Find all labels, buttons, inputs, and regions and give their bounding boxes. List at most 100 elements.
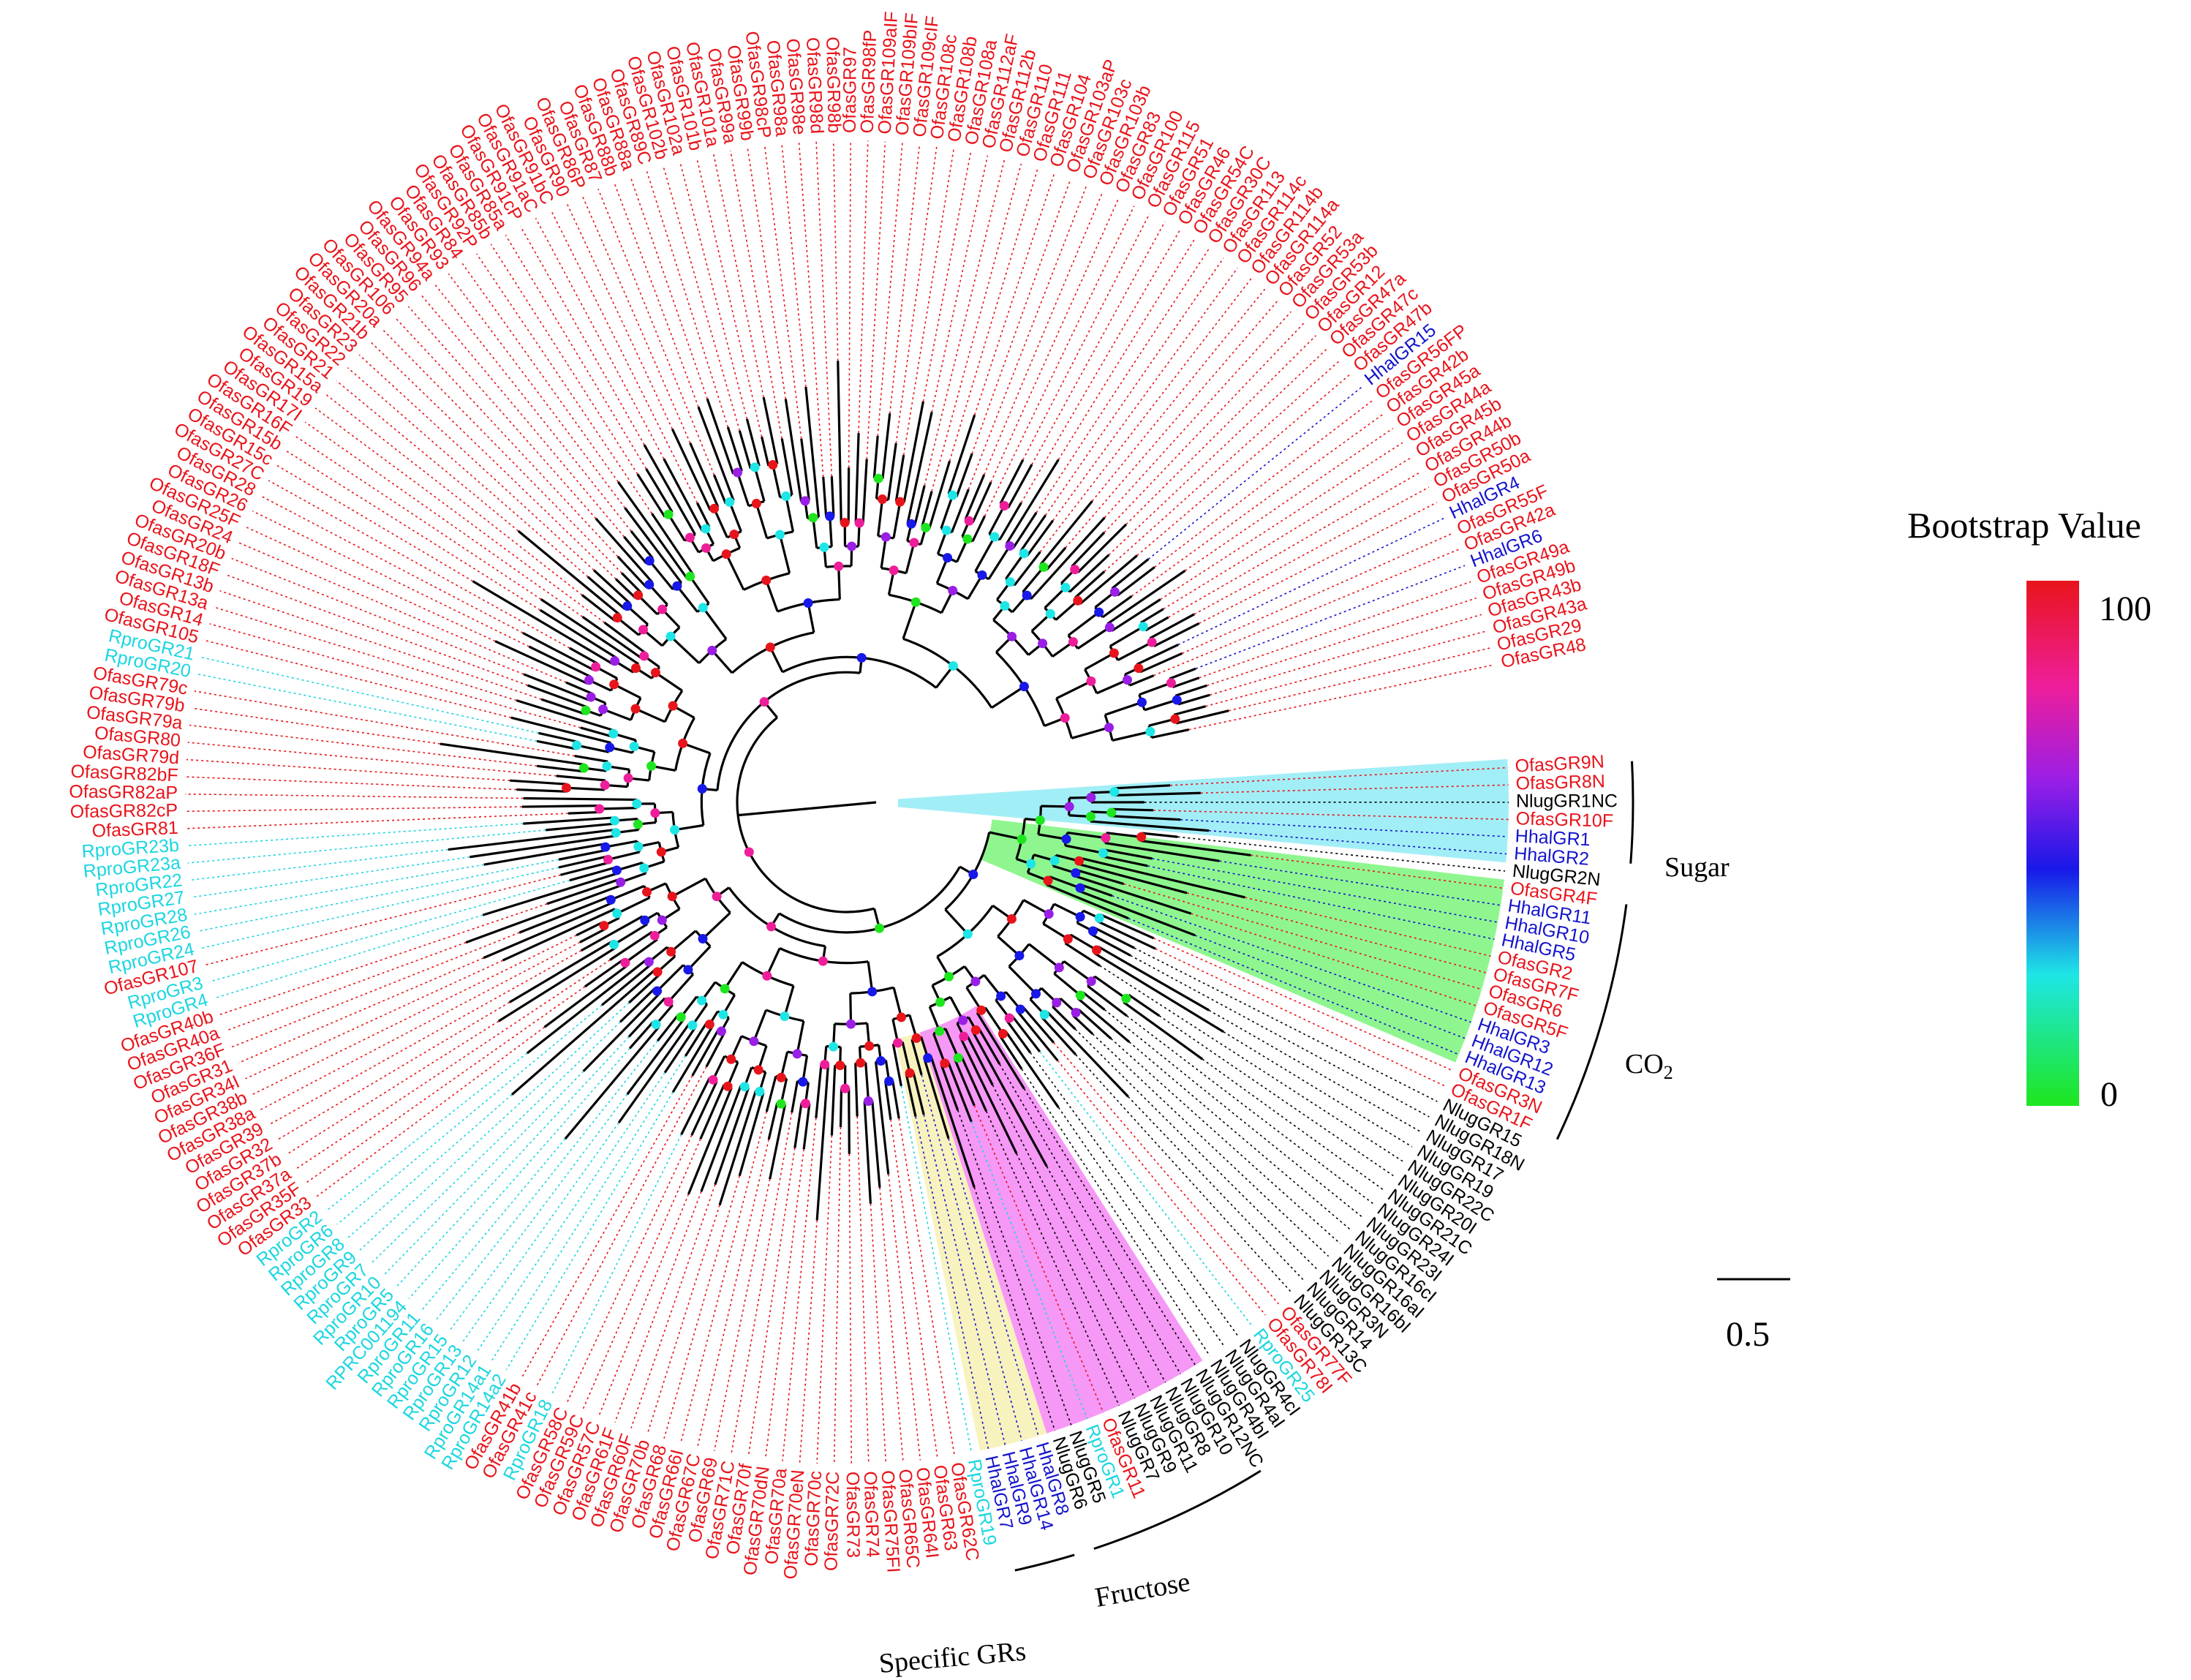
tip-branch xyxy=(1111,598,1161,632)
bootstrap-node xyxy=(768,459,778,470)
bootstrap-node xyxy=(800,496,810,506)
bootstrap-node xyxy=(864,1041,875,1051)
leaf-guide xyxy=(731,1112,793,1455)
tip-branch xyxy=(1169,667,1196,680)
leaf-guide xyxy=(186,823,524,847)
specific-grs-clade-shading xyxy=(895,1032,1047,1451)
bootstrap-node xyxy=(948,585,958,595)
leaf-label: OfasGR98fP xyxy=(857,29,881,134)
bootstrap-node xyxy=(1075,883,1085,893)
tip-branch xyxy=(881,413,891,479)
leaf-guide xyxy=(1134,947,1438,1102)
tip-branch xyxy=(1007,464,1033,509)
leaf-guide xyxy=(185,806,522,813)
tip-branch xyxy=(1005,459,1060,545)
bootstrap-node xyxy=(948,490,958,500)
bootstrap-node xyxy=(803,598,813,608)
bootstrap-node xyxy=(1038,639,1048,649)
bootstrap-node xyxy=(1106,807,1117,818)
bootstrap-node xyxy=(644,556,655,566)
tip-branch xyxy=(762,396,779,464)
leaf-guide xyxy=(1075,1054,1292,1293)
bootstrap-node xyxy=(581,705,591,715)
leaf-guide xyxy=(1195,565,1466,669)
tip-branch xyxy=(1090,933,1131,957)
bootstrap-node xyxy=(1007,631,1017,641)
bootstrap-node xyxy=(609,815,619,826)
internal-branch xyxy=(1067,831,1106,840)
leaf-guide xyxy=(1158,1015,1394,1177)
leaf-guide xyxy=(231,932,520,1048)
bootstrap-node xyxy=(697,995,707,1006)
leaf-guide xyxy=(1092,1033,1330,1257)
internal-branch xyxy=(984,1006,1004,1035)
tip-branch xyxy=(765,1076,777,1112)
bootstrap-node xyxy=(665,631,676,641)
leaf-guide xyxy=(833,1126,842,1464)
internal-branch xyxy=(576,744,609,753)
bootstrap-node xyxy=(609,939,619,949)
bootstrap-node xyxy=(600,780,610,790)
bootstrap-node xyxy=(863,1096,873,1107)
bootstrap-node xyxy=(685,571,695,581)
bootstrap-node xyxy=(893,1038,903,1048)
tip-branch xyxy=(1087,984,1128,1017)
tip-branch xyxy=(510,716,611,745)
bootstrap-node xyxy=(875,1056,886,1066)
leaf-guide xyxy=(848,140,852,468)
bootstrap-node xyxy=(1123,675,1133,685)
bootstrap-node xyxy=(1026,859,1036,869)
internal-branch xyxy=(725,553,745,591)
bootstrap-node xyxy=(847,541,857,551)
bootstrap-node xyxy=(630,704,641,714)
tip-branch xyxy=(1090,820,1210,832)
tip-branch xyxy=(1142,832,1178,838)
tip-branch xyxy=(581,615,644,660)
tip-branch xyxy=(472,580,614,666)
bootstrap-node xyxy=(977,570,987,580)
tip-branch xyxy=(483,843,606,866)
tip-branch xyxy=(1071,531,1106,568)
tip-branch xyxy=(1094,952,1224,1033)
internal-branch xyxy=(940,494,954,530)
tip-branch xyxy=(537,764,584,773)
leaf-guide xyxy=(663,1175,741,1439)
leaf-guide xyxy=(1223,1031,1413,1148)
tip-branch xyxy=(804,386,821,518)
bootstrap-node xyxy=(867,987,878,997)
tip-branch xyxy=(1005,1031,1060,1109)
internal-branch xyxy=(1044,587,1067,609)
internal-branch xyxy=(656,964,685,992)
tip-branch xyxy=(584,958,625,988)
bootstrap-node xyxy=(854,518,864,528)
leaf-guide xyxy=(1021,1069,1210,1357)
internal-branch xyxy=(974,536,996,572)
tip-branch xyxy=(1068,554,1110,593)
internal-branch xyxy=(1076,626,1111,650)
tip-branch xyxy=(839,1088,843,1127)
bootstrap-node xyxy=(911,1033,921,1043)
fructose-bracket xyxy=(1093,1469,1262,1550)
bootstrap-node xyxy=(1136,697,1147,707)
bootstrap-node xyxy=(896,1012,906,1022)
bootstrap-node xyxy=(962,534,973,544)
tip-branch xyxy=(690,1080,718,1136)
tip-branch xyxy=(712,474,727,505)
bootstrap-node xyxy=(1145,726,1155,737)
leaf-guide xyxy=(194,864,484,915)
bootstrap-node xyxy=(632,799,642,809)
internal-branch xyxy=(599,807,638,810)
leaf-guide xyxy=(984,206,1135,516)
internal-branch xyxy=(1022,899,1049,916)
bootstrap-node xyxy=(633,819,643,829)
leaf-guide xyxy=(505,1091,674,1371)
tip-branch xyxy=(955,453,973,497)
leaf-label: OfasGR73 xyxy=(842,1472,864,1558)
tip-branch xyxy=(587,576,626,610)
internal-branch xyxy=(1042,922,1069,941)
bootstrap-node xyxy=(633,590,644,600)
leaf-guide xyxy=(1186,892,1487,973)
bootstrap-node xyxy=(698,603,708,613)
bootstrap-node xyxy=(970,1025,981,1035)
tip-branch xyxy=(815,1063,823,1118)
